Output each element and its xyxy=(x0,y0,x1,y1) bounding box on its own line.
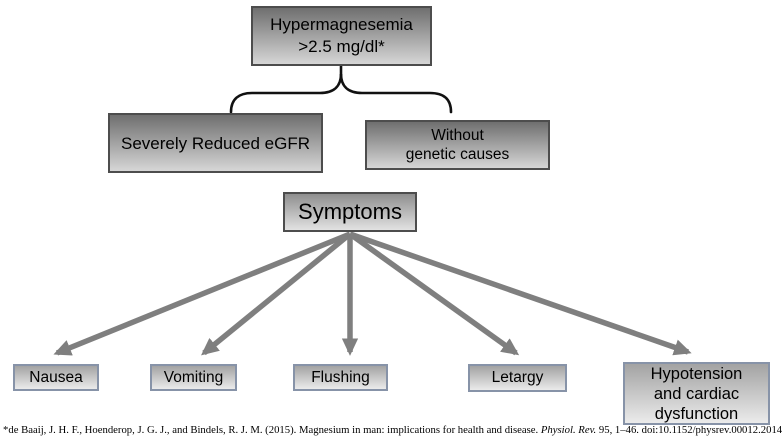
node-hypermagnesemia: Hypermagnesemia >2.5 mg/dl* xyxy=(251,6,432,66)
node-hypotension-line1: Hypotension xyxy=(650,364,743,383)
node-flushing: Flushing xyxy=(293,364,388,391)
node-hypotension-line3: dysfunction xyxy=(654,404,739,423)
curly-brace xyxy=(229,73,453,114)
node-severely-reduced-egfr: Severely Reduced eGFR xyxy=(108,113,323,173)
arrow-to-hypotension xyxy=(349,231,692,356)
node-without-genetic-causes: Without genetic causes xyxy=(365,120,550,170)
citation-footnote-suffix: 95, 1–46. doi:10.1152/physrev.00012.2014 xyxy=(596,424,782,436)
node-hypermagnesemia-line1: Hypermagnesemia xyxy=(270,15,413,34)
node-letargy-label: Letargy xyxy=(491,369,544,386)
node-without-genetic-causes-line2: genetic causes xyxy=(405,146,510,163)
citation-journal-name: Physiol. Rev. xyxy=(540,424,597,436)
node-hypermagnesemia-line2: >2.5 mg/dl* xyxy=(298,37,385,56)
citation-footnote-prefix: *de Baaij, J. H. F., Hoenderop, J. G. J.… xyxy=(3,424,541,436)
node-symptoms: Symptoms xyxy=(283,192,417,232)
arrow-to-vomiting xyxy=(201,231,352,356)
node-nausea: Nausea xyxy=(13,364,99,391)
node-vomiting-label: Vomiting xyxy=(163,368,224,386)
node-hypotension-cardiac-dysfunction: Hypotension and cardiac dysfunction xyxy=(623,362,770,425)
arrow-to-nausea xyxy=(53,231,352,356)
node-nausea-label: Nausea xyxy=(29,368,83,386)
node-letargy: Letargy xyxy=(468,364,567,392)
node-hypotension-line2: and cardiac xyxy=(653,384,740,403)
node-severely-reduced-egfr-label: Severely Reduced eGFR xyxy=(121,133,310,153)
node-flushing-label: Flushing xyxy=(311,368,370,386)
node-vomiting: Vomiting xyxy=(150,364,237,391)
node-without-genetic-causes-line1: Without xyxy=(431,127,484,144)
citation-footnote: *de Baaij, J. H. F., Hoenderop, J. G. J.… xyxy=(3,424,782,436)
arrow-to-letargy xyxy=(348,231,520,356)
node-symptoms-label: Symptoms xyxy=(298,199,402,224)
